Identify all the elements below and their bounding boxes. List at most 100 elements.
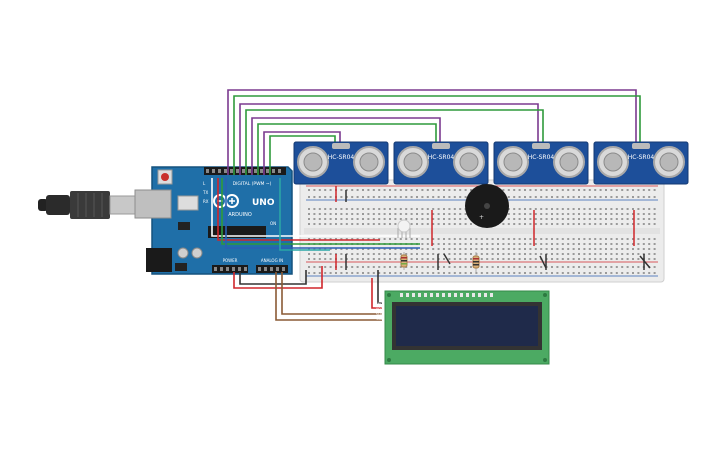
lcd-header-pin xyxy=(460,293,463,297)
breadboard-hole xyxy=(416,238,418,240)
wire-purple-sensor1 xyxy=(263,131,341,175)
breadboard-hole xyxy=(497,238,499,240)
breadboard-hole xyxy=(545,189,548,191)
breadboard-hole xyxy=(470,223,472,225)
breadboard-hole xyxy=(383,208,386,210)
breadboard-hole xyxy=(394,238,397,240)
breadboard-hole xyxy=(502,189,505,191)
breadboard-hole xyxy=(545,238,548,240)
breadboard-hole xyxy=(432,272,435,274)
breadboard-hole xyxy=(313,196,316,198)
breadboard-hole xyxy=(367,223,370,225)
breadboard-hole xyxy=(588,218,591,220)
breadboard-hole xyxy=(513,248,516,250)
breadboard-hole xyxy=(632,189,634,191)
breadboard-hole xyxy=(378,253,381,255)
breadboard-hole xyxy=(626,196,629,198)
breadboard-hole xyxy=(329,196,332,198)
breadboard-hole xyxy=(324,196,327,198)
breadboard-hole xyxy=(405,248,408,250)
breadboard-hole xyxy=(318,218,321,220)
breadboard-hole xyxy=(383,248,386,250)
breadboard-hole xyxy=(648,258,651,260)
breadboard-hole xyxy=(313,238,316,240)
breadboard-hole xyxy=(345,208,348,210)
breadboard-hole xyxy=(615,223,618,225)
breadboard-hole xyxy=(588,196,591,198)
breadboard-hole xyxy=(443,243,445,245)
breadboard-hole xyxy=(648,189,651,191)
breadboard-hole xyxy=(583,243,586,245)
breadboard-hole xyxy=(383,218,386,220)
breadboard-hole xyxy=(437,272,440,274)
breadboard-hole xyxy=(534,266,537,268)
breadboard-hole xyxy=(588,266,591,268)
breadboard-hole xyxy=(335,213,337,215)
breadboard-hole xyxy=(356,213,359,215)
breadboard-hole xyxy=(459,253,462,255)
breadboard-hole xyxy=(378,272,381,274)
breadboard-hole xyxy=(421,213,424,215)
breadboard-hole xyxy=(426,196,429,198)
breadboard-hole xyxy=(405,238,408,240)
breadboard-hole xyxy=(572,243,575,245)
breadboard-hole xyxy=(583,208,586,210)
breadboard-hole xyxy=(556,218,559,220)
breadboard-hole xyxy=(637,253,640,255)
breadboard-hole xyxy=(572,253,575,255)
breadboard-hole xyxy=(432,223,435,225)
breadboard-hole xyxy=(551,248,553,250)
breadboard-hole xyxy=(567,266,570,268)
breadboard-channel xyxy=(304,228,660,234)
breadboard-hole xyxy=(561,243,564,245)
breadboard-hole xyxy=(426,266,429,268)
breadboard-hole xyxy=(518,253,521,255)
reset-button-cap[interactable] xyxy=(161,173,169,181)
breadboard-hole xyxy=(324,218,327,220)
breadboard-hole xyxy=(529,248,532,250)
breadboard-hole xyxy=(426,238,429,240)
breadboard-hole xyxy=(410,238,413,240)
breadboard-hole xyxy=(324,213,327,215)
breadboard-hole xyxy=(335,238,337,240)
breadboard-hole xyxy=(653,189,656,191)
breadboard-hole xyxy=(372,196,375,198)
breadboard-hole xyxy=(551,238,553,240)
breadboard-hole xyxy=(329,213,332,215)
breadboard-hole xyxy=(642,208,645,210)
breadboard-hole xyxy=(318,272,321,274)
breadboard-hole xyxy=(626,243,629,245)
breadboard-hole xyxy=(367,189,370,191)
breadboard-hole xyxy=(497,248,499,250)
breadboard-hole xyxy=(621,218,624,220)
breadboard-hole xyxy=(475,243,478,245)
breadboard-hole xyxy=(610,218,613,220)
breadboard-hole xyxy=(610,213,613,215)
breadboard-hole xyxy=(642,218,645,220)
breadboard-hole xyxy=(459,266,462,268)
breadboard-hole xyxy=(637,238,640,240)
breadboard-hole xyxy=(378,218,381,220)
breadboard-hole xyxy=(615,218,618,220)
breadboard-hole xyxy=(416,248,418,250)
rgb-led xyxy=(397,219,411,238)
power-header-label: POWER xyxy=(223,258,238,263)
breadboard-hole xyxy=(540,189,543,191)
breadboard-hole xyxy=(308,218,310,220)
breadboard-hole xyxy=(351,189,354,191)
breadboard-hole xyxy=(480,243,483,245)
breadboard-hole xyxy=(648,196,651,198)
breadboard-hole xyxy=(642,248,645,250)
breadboard-hole xyxy=(502,272,505,274)
breadboard-hole xyxy=(648,243,651,245)
breadboard-hole xyxy=(632,196,634,198)
breadboard-hole xyxy=(626,189,629,191)
breadboard-hole xyxy=(437,243,440,245)
breadboard-hole xyxy=(389,258,391,260)
breadboard-hole xyxy=(464,213,467,215)
breadboard-hole xyxy=(372,238,375,240)
breadboard-hole xyxy=(448,223,451,225)
breadboard-hole xyxy=(518,238,521,240)
breadboard-hole xyxy=(524,258,526,260)
breadboard-hole xyxy=(453,272,456,274)
